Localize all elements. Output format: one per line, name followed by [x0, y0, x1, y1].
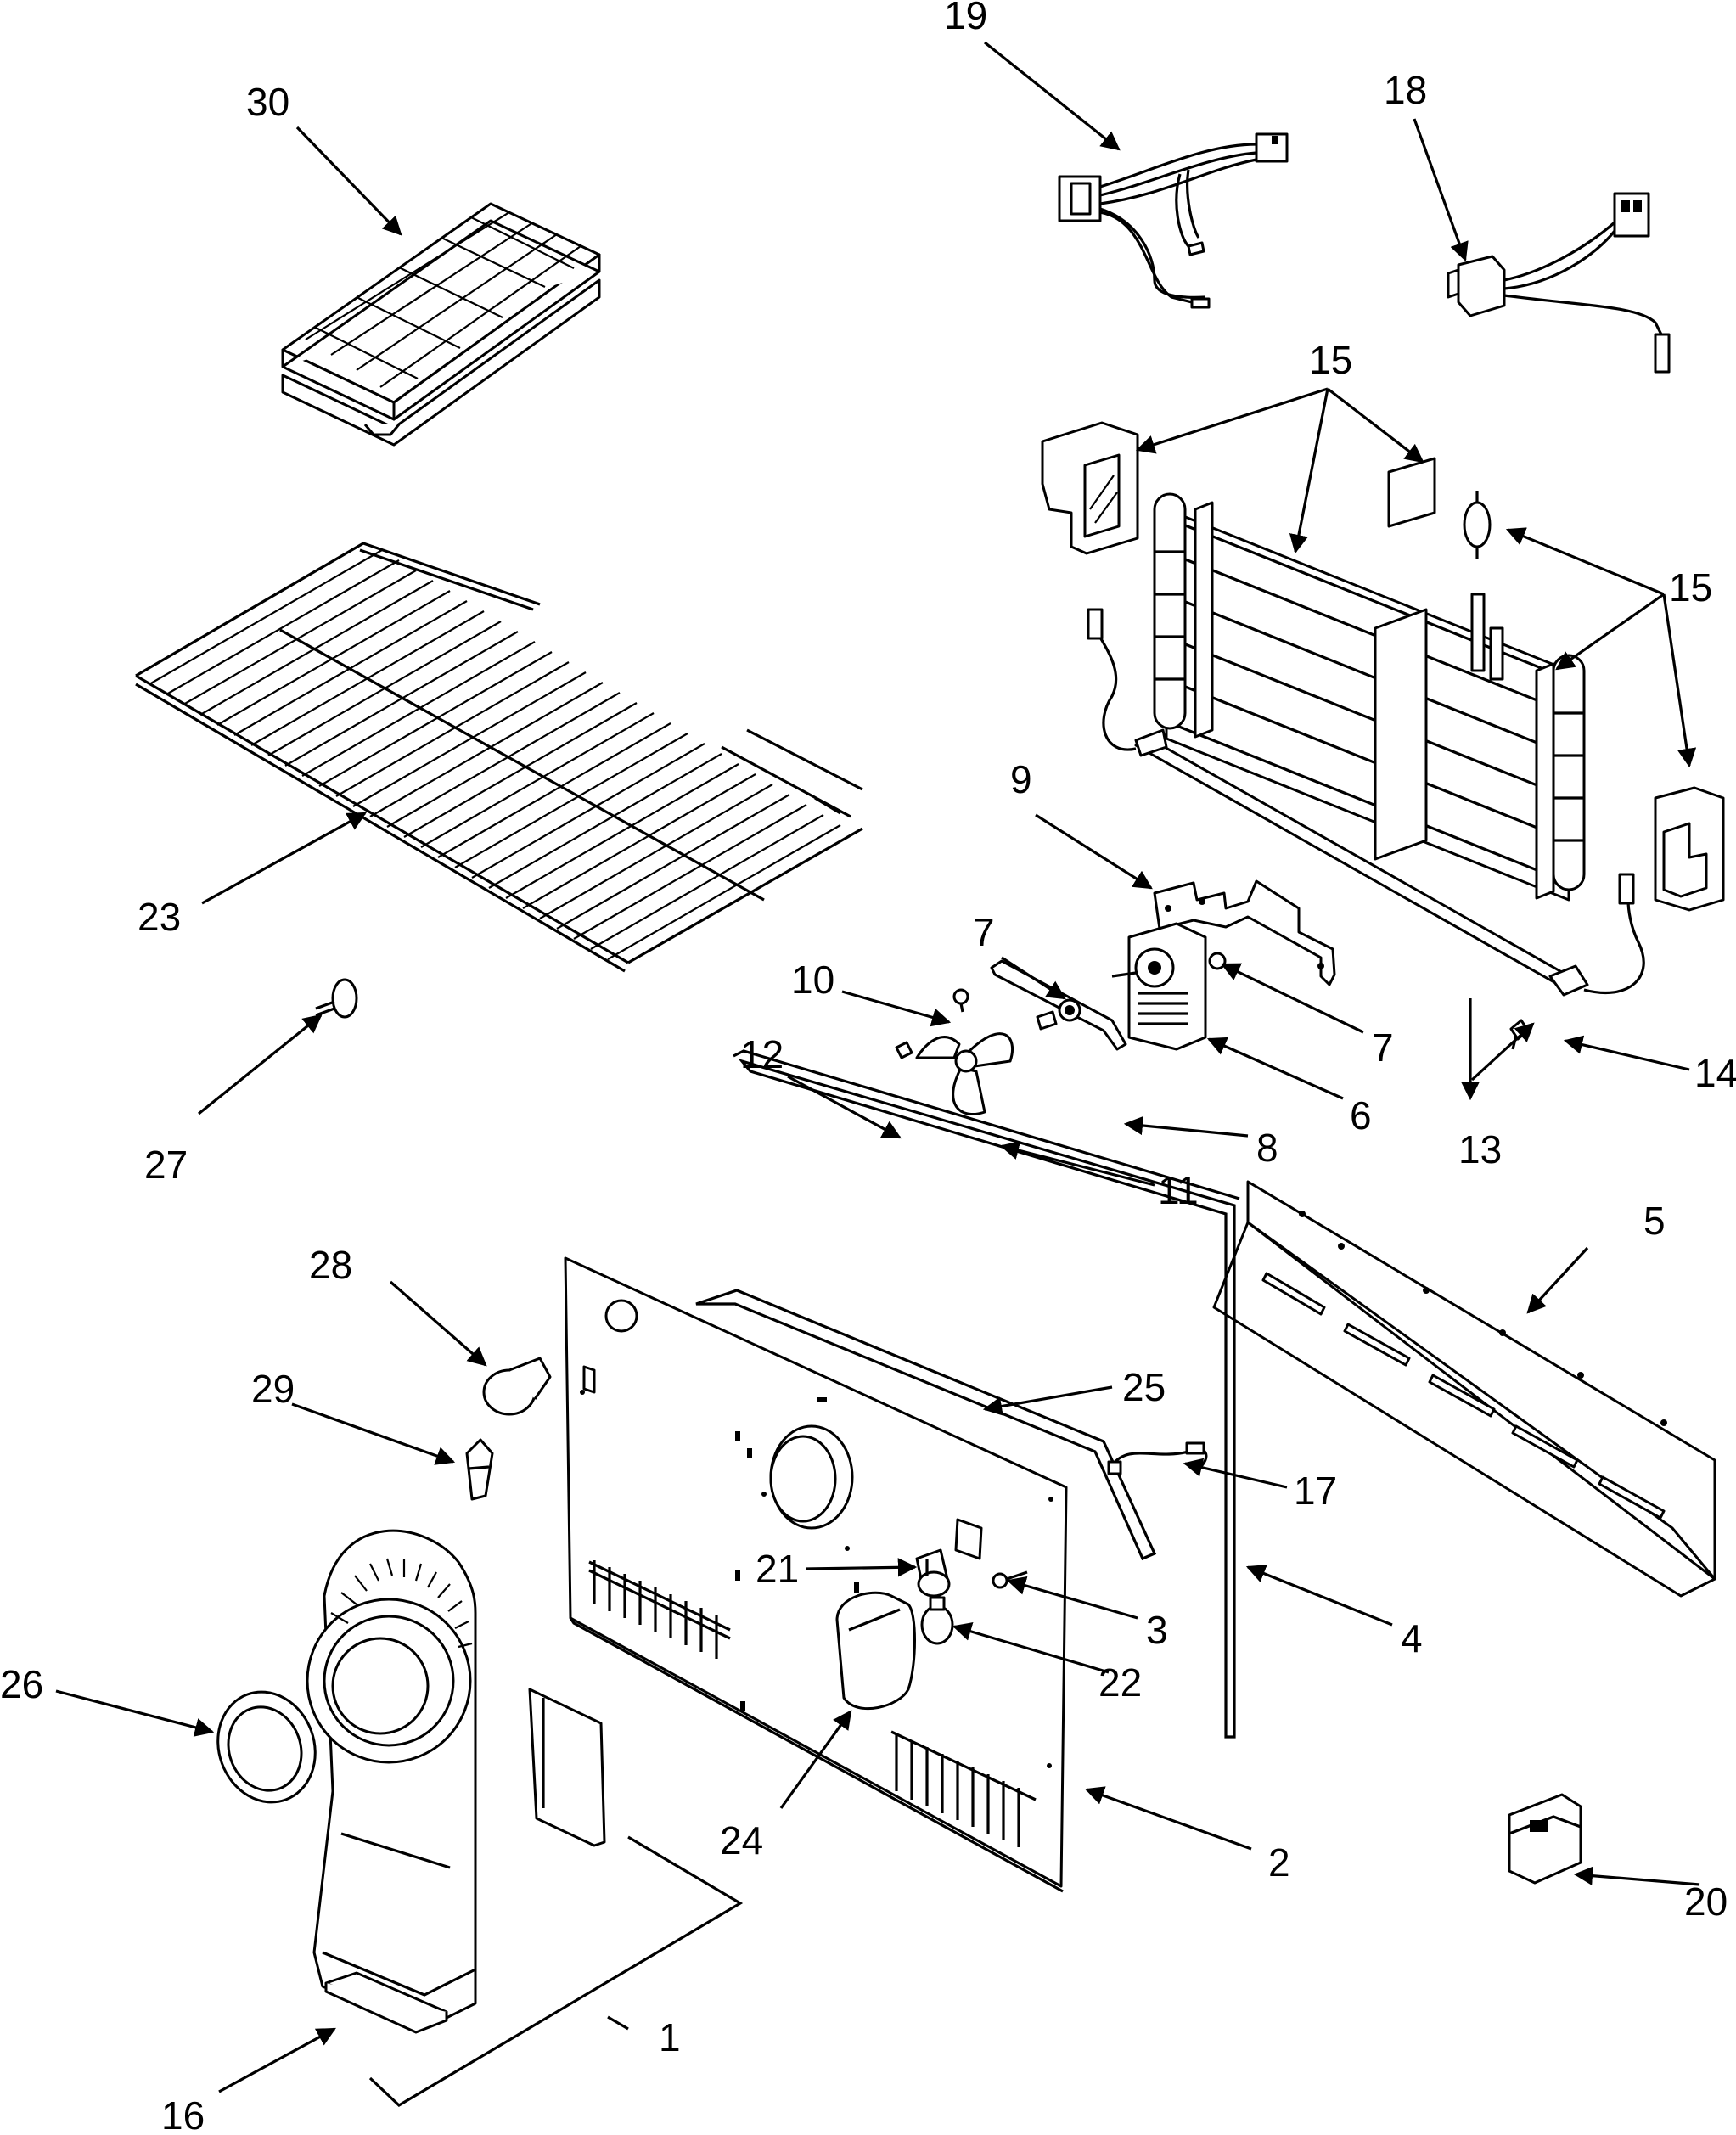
light-cover-part — [835, 1591, 916, 1711]
rear-channel-part — [1212, 1180, 1716, 1598]
defrost-control-part — [1447, 192, 1671, 374]
light-bulb-part — [920, 1596, 954, 1645]
callout-23: 23 — [138, 895, 181, 939]
callout-18: 18 — [1384, 68, 1427, 112]
evaporator-part — [1041, 421, 1725, 912]
callout-21: 21 — [756, 1547, 799, 1591]
callout-7b: 7 — [1372, 1025, 1394, 1070]
callout-13: 13 — [1458, 1127, 1502, 1171]
callout-25: 25 — [1122, 1365, 1166, 1409]
callout-1: 1 — [659, 2015, 681, 2059]
sensor-wire-part — [1107, 1441, 1208, 1475]
callout-27: 27 — [144, 1143, 188, 1187]
fan-blade-part — [895, 1032, 1014, 1116]
callout-20: 20 — [1684, 1879, 1728, 1924]
callout-22: 22 — [1098, 1660, 1142, 1705]
wire-shelf-part — [135, 542, 863, 973]
trim-strip-part — [695, 1289, 1157, 1561]
callout-6: 6 — [1350, 1093, 1372, 1138]
callout-19: 19 — [944, 0, 987, 37]
filter-part — [324, 1971, 448, 2034]
relay-part — [1508, 1793, 1582, 1885]
callout-7a: 7 — [973, 910, 995, 954]
callout-28: 28 — [309, 1243, 352, 1287]
fan-bracket-part — [1153, 879, 1336, 986]
callout-15b: 15 — [1669, 565, 1712, 610]
lens-part — [465, 1438, 494, 1501]
ice-tray-part — [281, 202, 601, 447]
callout-9: 9 — [1010, 757, 1032, 801]
callout-15a: 15 — [1309, 338, 1352, 382]
callout-26: 26 — [0, 1662, 43, 1706]
air-duct-part — [306, 1529, 744, 2107]
callout-5: 5 — [1643, 1199, 1666, 1243]
fan-mount-part — [952, 959, 1127, 1051]
callout-4: 4 — [1401, 1616, 1423, 1660]
callout-17: 17 — [1294, 1469, 1337, 1513]
knob-part — [482, 1357, 552, 1416]
callout-30: 30 — [246, 80, 289, 124]
defrost-heater-part — [1087, 608, 1645, 997]
callout-3: 3 — [1146, 1608, 1168, 1652]
callout-16: 16 — [161, 2093, 205, 2135]
seal-part — [733, 1049, 1240, 1739]
rear-panel-part — [564, 1256, 1068, 1893]
callout-10: 10 — [791, 958, 834, 1002]
plug-part — [315, 978, 358, 1019]
leader-arrows — [55, 41, 1700, 2093]
fan-motor-part — [1111, 922, 1227, 1051]
callout-12: 12 — [740, 1032, 784, 1076]
callout-8: 8 — [1256, 1126, 1278, 1170]
callout-29: 29 — [251, 1367, 295, 1411]
callout-11: 11 — [1158, 1168, 1199, 1212]
light-socket-part — [915, 1548, 951, 1598]
callout-14: 14 — [1694, 1051, 1736, 1095]
grille-ring-part — [216, 1690, 317, 1804]
wire-harness-part — [1058, 132, 1289, 309]
callout-2: 2 — [1268, 1840, 1290, 1885]
callout-24: 24 — [720, 1818, 763, 1863]
